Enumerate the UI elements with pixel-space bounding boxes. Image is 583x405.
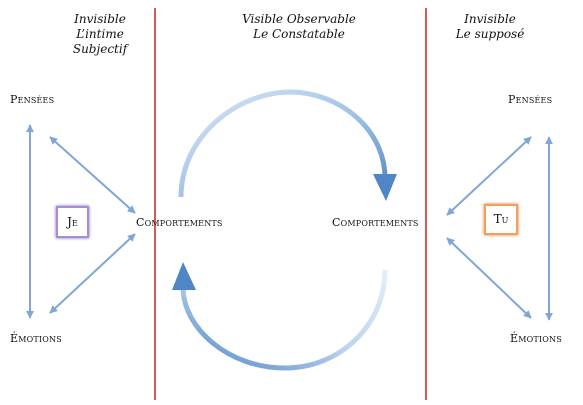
header-center: Visible Observable Le Constatable — [215, 12, 383, 42]
cycle-arrow-bottom — [180, 269, 388, 371]
right-emotions-label: Émotions — [510, 332, 562, 345]
header-right-line-1: Invisible — [464, 12, 516, 26]
header-right-line-2: Le supposé — [455, 27, 525, 41]
header-right: Invisible Le supposé — [442, 12, 538, 42]
arrow-right-emotions-behaviors — [446, 237, 532, 319]
right-thoughts-label: Pensées — [508, 93, 553, 106]
header-left-line-3: Subjectif — [72, 42, 128, 56]
person-je-box: Je — [56, 206, 89, 238]
header-center-line-2: Le Constatable — [253, 27, 345, 41]
header-left-line-2: L’intime — [76, 27, 124, 41]
header-left-line-1: Invisible — [74, 12, 126, 26]
cycle-arrow-top-head — [373, 174, 397, 201]
arrow-right-thoughts-behaviors — [446, 136, 532, 216]
left-emotions-label: Émotions — [10, 332, 62, 345]
cycle-arrow-bottom-head — [172, 262, 196, 290]
header-center-line-1: Visible Observable — [242, 12, 356, 26]
arrow-left-thoughts-behaviors — [49, 136, 136, 214]
arrow-left-emotions-behaviors — [49, 233, 136, 314]
right-behaviors-label: Comportements — [332, 216, 419, 229]
person-tu-box: Tu — [484, 204, 518, 235]
header-left: Invisible L’intime Subjectif — [52, 12, 148, 57]
left-thoughts-label: Pensées — [10, 93, 55, 106]
left-behaviors-label: Comportements — [136, 216, 223, 229]
cycle-arrow-top — [178, 89, 388, 198]
